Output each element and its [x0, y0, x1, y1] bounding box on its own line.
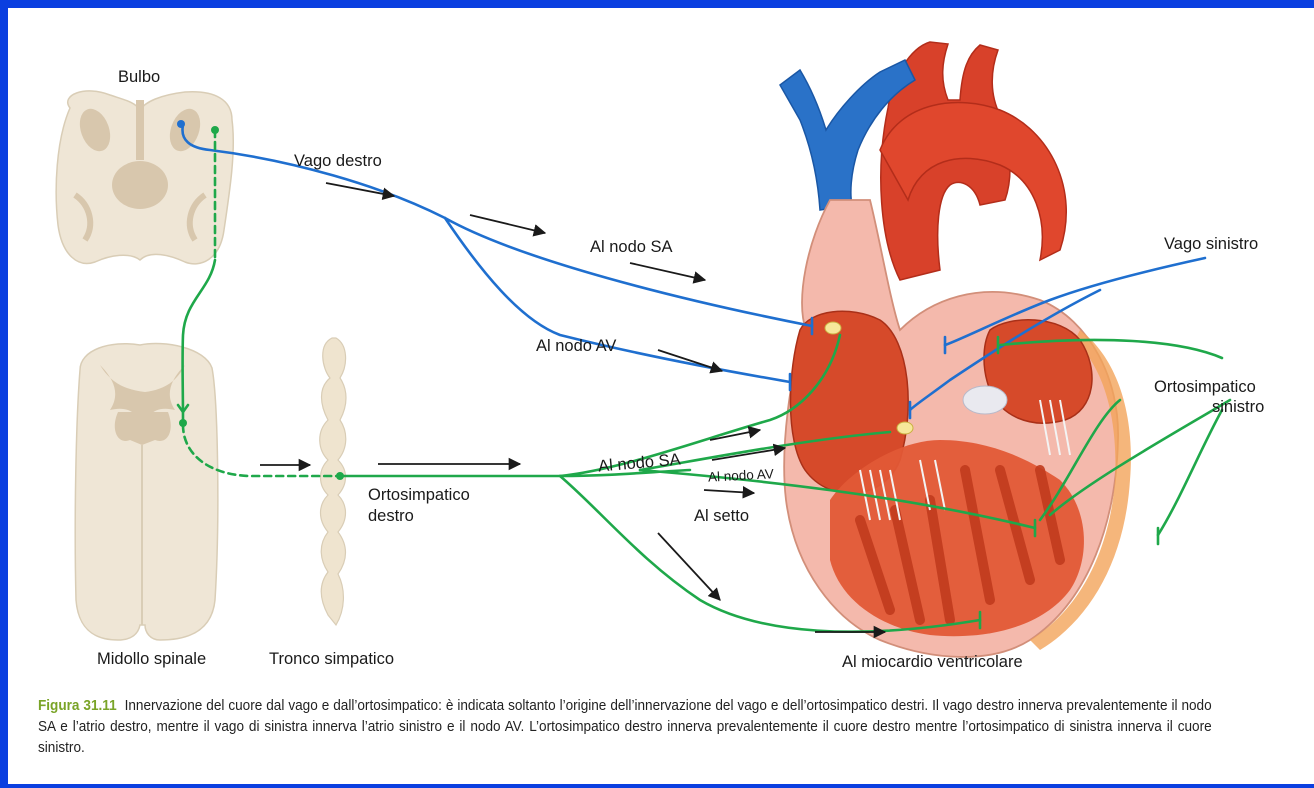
label-vago-sinistro: Vago sinistro	[1164, 235, 1258, 253]
label-al-nodo-av-top: Al nodo AV	[536, 337, 616, 355]
label-al-nodo-sa-top: Al nodo SA	[590, 238, 673, 256]
heart-innervation-diagram: Bulbo Vago destro Al nodo SA Vago sinist…	[8, 8, 1314, 688]
label-ortosimpatico-sinistro-2: sinistro	[1212, 398, 1264, 416]
label-ortosimpatico-destro-1: Ortosimpatico	[368, 486, 470, 504]
heart-illustration	[780, 42, 1131, 657]
label-al-setto: Al setto	[694, 507, 749, 525]
label-al-miocardio: Al miocardio ventricolare	[842, 653, 1023, 671]
label-midollo-spinale: Midollo spinale	[97, 650, 206, 668]
bulbo-section	[56, 91, 233, 264]
figure-caption: Figura 31.11 Innervazione del cuore dal …	[38, 696, 1212, 759]
label-vago-destro: Vago destro	[294, 152, 382, 170]
label-ortosimpatico-sinistro-1: Ortosimpatico	[1154, 378, 1256, 396]
caption-figure-number: Figura 31.11	[38, 698, 117, 714]
label-tronco-simpatico: Tronco simpatico	[269, 650, 394, 668]
label-ortosimpatico-destro-2: destro	[368, 507, 414, 525]
midollo-section	[75, 344, 218, 640]
label-bulbo: Bulbo	[118, 68, 160, 86]
tronco-simpatico	[320, 338, 346, 625]
caption-text: Innervazione del cuore dal vago e dall’o…	[38, 698, 1212, 756]
